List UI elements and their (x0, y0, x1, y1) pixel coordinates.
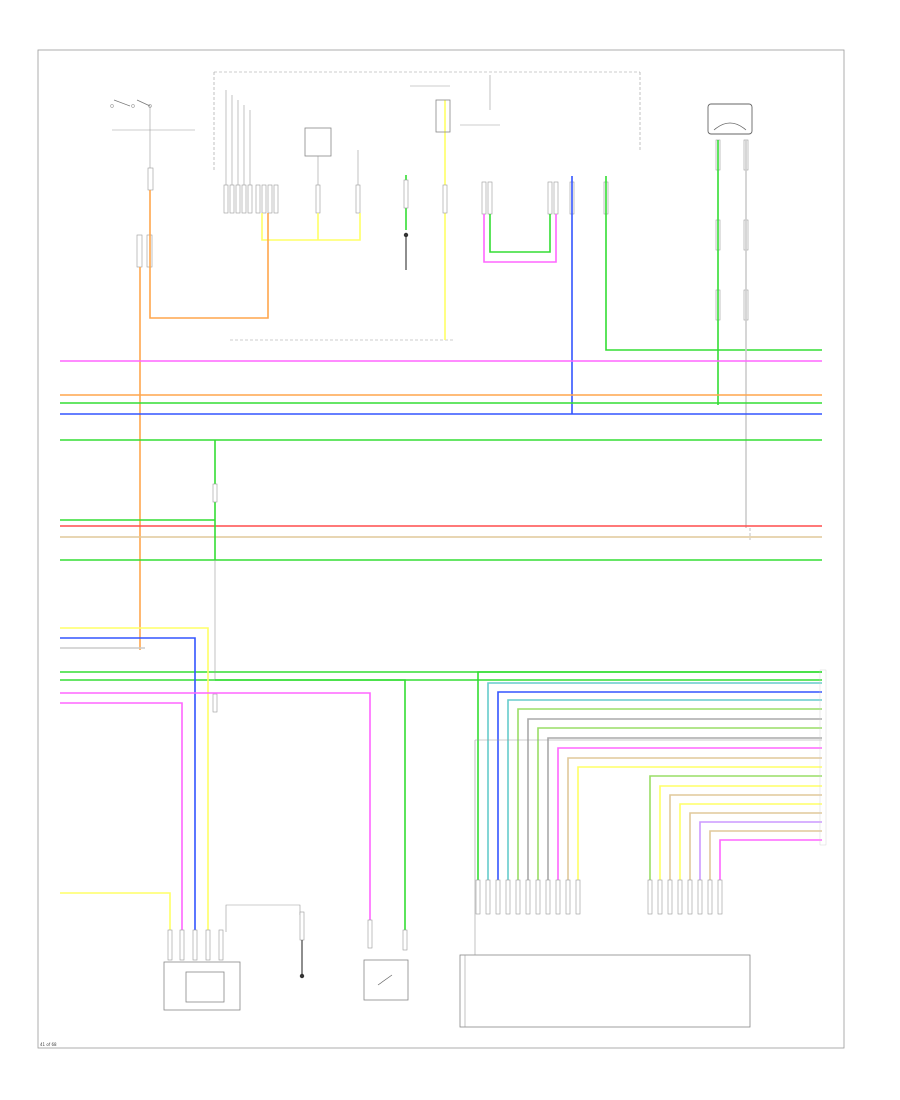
connector-pin (535, 879, 541, 915)
bus-wire-lightgreen (537, 727, 822, 880)
bus-wire-grey (527, 718, 822, 880)
module-bottom-right (459, 739, 822, 1028)
bus-wire-pink (557, 747, 822, 880)
relay-box (304, 127, 332, 157)
wire-green (605, 176, 822, 351)
connector-pin (687, 879, 693, 915)
connector-pin (475, 879, 481, 915)
connector-pin (485, 879, 491, 915)
ground-point-bottom (299, 911, 305, 979)
ignition-switch-symbol (110, 99, 195, 175)
switch-group-center (410, 75, 609, 215)
right-edge-terminals (819, 669, 827, 846)
wire-yellow (261, 213, 361, 241)
ground-point (403, 175, 409, 270)
bus-wire-lightgreen (649, 775, 822, 880)
connector-pin (505, 879, 511, 915)
wire-pink (60, 702, 183, 930)
module-bottom-left (163, 904, 301, 1011)
connector-pin (515, 879, 521, 915)
bus-wire-tan (709, 830, 822, 880)
wire-orange (149, 190, 269, 319)
bus-wire-tan (689, 812, 822, 880)
bus-wire-yellow (577, 766, 822, 880)
connector-block (212, 693, 218, 713)
diagram-border (37, 49, 845, 1049)
wire-yellow (60, 892, 171, 930)
bus-wire-grey (547, 737, 822, 880)
bus-wire-pink (719, 839, 822, 880)
connector-pin (647, 879, 653, 915)
bus-wire-tan (669, 794, 822, 880)
bus-wire-yellow (659, 785, 822, 880)
connector-pin (495, 879, 501, 915)
switch-bottom-center (363, 919, 409, 1001)
connector-pin (707, 879, 713, 915)
bus-lines (60, 360, 822, 681)
connector-block (147, 167, 154, 191)
bus-wire-yellow (679, 803, 822, 880)
footer-code: 41 of 68 (40, 1042, 57, 1047)
connector-pin (657, 879, 663, 915)
right-bus-lines (477, 671, 822, 880)
connector-pin (565, 879, 571, 915)
connector-pin (717, 879, 723, 915)
connector-pin (677, 879, 683, 915)
module-outline (213, 71, 641, 341)
wire-green (215, 679, 406, 930)
connector-block (136, 234, 143, 268)
wire-pink (60, 692, 371, 930)
connector-pin (545, 879, 551, 915)
wire-yellow (60, 627, 209, 930)
bus-wire-green (477, 671, 822, 880)
connector-pin (555, 879, 561, 915)
connector-pin (525, 879, 531, 915)
bottom-vertical-wires (475, 879, 723, 915)
connector-pin (667, 879, 673, 915)
bus-wire-violet (699, 821, 822, 880)
connector-pin (697, 879, 703, 915)
wire-pink (483, 214, 557, 263)
connector-block (212, 483, 218, 503)
connector-row-top-left (223, 184, 361, 214)
wire-green (489, 214, 551, 253)
bus-wire-blue (497, 691, 822, 880)
bus-wire-cyan (507, 699, 822, 880)
module-internal-leads (225, 90, 251, 185)
bus-wire-cyan (487, 682, 822, 880)
connector-pin (575, 879, 581, 915)
bus-wire-tan (567, 757, 822, 880)
wire-blue (60, 637, 196, 930)
bus-wire-lightgreen (517, 708, 822, 880)
